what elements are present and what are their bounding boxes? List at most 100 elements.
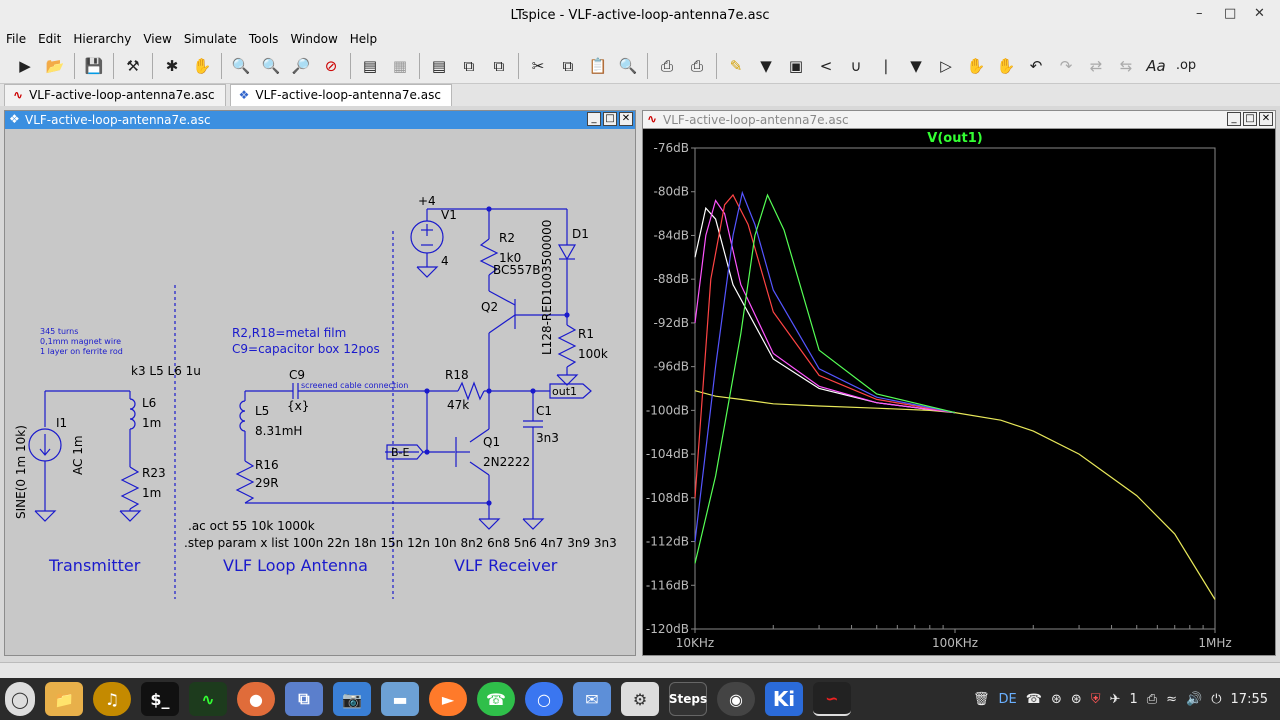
print-icon[interactable]: ⎙ xyxy=(690,56,703,75)
menu-tools[interactable]: Tools xyxy=(248,32,279,46)
print-preview-icon[interactable]: ⎙ xyxy=(660,56,673,75)
drag-icon[interactable]: ✋ xyxy=(996,56,1016,75)
browser-icon[interactable]: ● xyxy=(237,682,275,716)
steps-label: Steps xyxy=(668,692,708,706)
run-icon[interactable]: ▶ xyxy=(19,56,31,75)
tile-horizontal-icon[interactable]: ▤ xyxy=(431,56,447,75)
tab-schematic[interactable]: ❖ VLF-active-loop-antenna7e.asc xyxy=(229,84,452,106)
whatsapp-tray-icon[interactable]: ☎ xyxy=(1025,691,1042,707)
menu-help[interactable]: Help xyxy=(349,32,378,46)
taskbar: ◯ 📁 ♫ $_ ∿ ● ⧉ 📷 ▬ ► ☎ ○ ✉ ⚙ Steps ◉ Ki … xyxy=(0,678,1280,720)
sysmon-icon[interactable]: ∿ xyxy=(189,682,227,716)
menu-hierarchy[interactable]: Hierarchy xyxy=(73,32,132,46)
toolbar-divider xyxy=(152,52,153,79)
zoom-in-icon[interactable]: 🔍 xyxy=(231,56,251,75)
pan-icon[interactable]: ✋ xyxy=(192,56,212,75)
minimize-icon[interactable]: _ xyxy=(587,112,601,126)
control-panel-icon[interactable]: ⚒ xyxy=(126,56,140,75)
notification-icon[interactable]: ✈ xyxy=(1109,691,1121,707)
terminal-icon[interactable]: $_ xyxy=(141,682,179,716)
component-icon[interactable]: ▷ xyxy=(940,56,952,75)
power-icon[interactable]: ⏻ xyxy=(1211,691,1222,707)
menu-view[interactable]: View xyxy=(143,32,172,46)
resistor-icon[interactable]: < xyxy=(819,56,833,75)
maximize-icon[interactable]: □ xyxy=(1224,6,1237,21)
cut-icon[interactable]: ✂ xyxy=(531,56,545,75)
mirror-icon[interactable]: ⇆ xyxy=(1119,56,1133,75)
trash-icon[interactable]: 🗑 xyxy=(973,691,990,707)
label-L5: L5 xyxy=(255,404,269,418)
schematic-window-titlebar[interactable]: ❖ VLF-active-loop-antenna7e.asc _ □ ✕ xyxy=(5,111,635,129)
cascade-icon[interactable]: ⧉ xyxy=(463,56,475,75)
open-icon[interactable]: 📂 xyxy=(45,56,65,75)
webcam-icon[interactable]: ◉ xyxy=(717,682,755,716)
kicad-icon[interactable]: Ki xyxy=(765,682,803,716)
schematic-canvas[interactable]: 345 turns 0,1mm magnet wire 1 layer on f… xyxy=(5,129,635,655)
minimize-icon[interactable]: – xyxy=(1196,6,1203,21)
text-icon[interactable]: Aa xyxy=(1146,56,1166,75)
trace-title[interactable]: V(out1) xyxy=(927,131,982,146)
menu-icon[interactable]: ◯ xyxy=(5,682,35,716)
audio-icon[interactable]: ♫ xyxy=(93,682,131,716)
close-icon[interactable]: ✕ xyxy=(1254,6,1265,21)
maximize-icon[interactable]: □ xyxy=(1243,112,1257,126)
autorange-icon[interactable]: ▤ xyxy=(362,56,378,75)
printer-icon[interactable]: ⎙ xyxy=(1146,691,1158,707)
move-icon[interactable]: ✋ xyxy=(966,56,986,75)
menu-simulate[interactable]: Simulate xyxy=(183,32,237,46)
inductor-icon[interactable]: ∣ xyxy=(882,56,890,75)
section-loop-antenna: VLF Loop Antenna xyxy=(223,556,368,575)
rotate-icon[interactable]: ⇄ xyxy=(1089,56,1103,75)
files-icon[interactable]: 📁 xyxy=(45,682,83,716)
label-Q2: Q2 xyxy=(481,300,498,314)
zoom-out-icon[interactable]: 🔎 xyxy=(291,56,311,75)
volume-icon[interactable]: 🔊 xyxy=(1186,691,1203,707)
menu-window[interactable]: Window xyxy=(290,32,338,46)
save-icon[interactable]: 💾 xyxy=(84,56,104,75)
bluetooth-icon[interactable]: ⊛ xyxy=(1070,691,1082,707)
mail-icon[interactable]: ✉ xyxy=(573,682,611,716)
wire-icon[interactable]: ✎ xyxy=(729,56,743,75)
camera-icon[interactable]: 📷 xyxy=(333,682,371,716)
minimize-icon[interactable]: _ xyxy=(1227,112,1241,126)
bluetooth-icon[interactable]: ⊛ xyxy=(1050,691,1062,707)
diode-icon[interactable]: ▼ xyxy=(910,56,922,75)
directive-step[interactable]: .step param x list 100n 22n 18n 15n 12n … xyxy=(184,536,617,550)
steps-icon[interactable]: Steps xyxy=(669,682,707,716)
ltspice-icon[interactable]: ∽ xyxy=(813,682,851,716)
wifi-icon[interactable]: ≈ xyxy=(1166,691,1178,707)
directive-ac[interactable]: .ac oct 55 10k 1000k xyxy=(188,519,315,533)
label-net-icon[interactable]: ▣ xyxy=(788,56,804,75)
redo-icon[interactable]: ↷ xyxy=(1059,56,1073,75)
tab-label: VLF-active-loop-antenna7e.asc xyxy=(29,88,215,102)
ground-icon[interactable]: ▼ xyxy=(760,56,772,75)
tab-plot[interactable]: ∿ VLF-active-loop-antenna7e.asc xyxy=(4,84,226,106)
waveform-plot[interactable]: V(out1) -76dB-80dB-84dB-88dB-92dB-96dB-1… xyxy=(643,129,1275,655)
halt-icon[interactable]: ✱ xyxy=(165,56,179,75)
settings-icon[interactable]: ⚙ xyxy=(621,682,659,716)
capacitor-icon[interactable]: ∪ xyxy=(850,56,862,75)
shield-icon[interactable]: ⛨ xyxy=(1090,691,1101,707)
ltspice-tools-icon[interactable]: ⧉ xyxy=(285,682,323,716)
tile-vertical-icon[interactable]: ⧉ xyxy=(493,56,505,75)
menu-file[interactable]: File xyxy=(6,32,27,46)
maximize-icon[interactable]: □ xyxy=(603,112,617,126)
copy-icon[interactable]: ⧉ xyxy=(562,56,574,75)
monitor-icon[interactable]: ▬ xyxy=(381,682,419,716)
keyboard-layout[interactable]: DE xyxy=(998,691,1017,707)
find-icon[interactable]: 🔍 xyxy=(618,56,638,75)
grid-icon[interactable]: ▦ xyxy=(392,56,408,75)
signal-icon[interactable]: ○ xyxy=(525,682,563,716)
paste-icon[interactable]: 📋 xyxy=(588,56,608,75)
menu-edit[interactable]: Edit xyxy=(38,32,62,46)
zoom-pan-icon[interactable]: 🔍 xyxy=(261,56,281,75)
vlc-icon[interactable]: ► xyxy=(429,682,467,716)
close-icon[interactable]: ✕ xyxy=(1259,112,1273,126)
waveform-window-titlebar[interactable]: ∿ VLF-active-loop-antenna7e.asc _ □ ✕ xyxy=(643,111,1275,129)
spice-directive-icon[interactable]: .op xyxy=(1175,58,1197,73)
undo-icon[interactable]: ↶ xyxy=(1029,56,1043,75)
close-icon[interactable]: ✕ xyxy=(619,112,633,126)
tab-label: VLF-active-loop-antenna7e.asc xyxy=(255,88,441,102)
zoom-fit-icon[interactable]: ⊘ xyxy=(324,56,338,75)
whatsapp-icon[interactable]: ☎ xyxy=(477,682,515,716)
